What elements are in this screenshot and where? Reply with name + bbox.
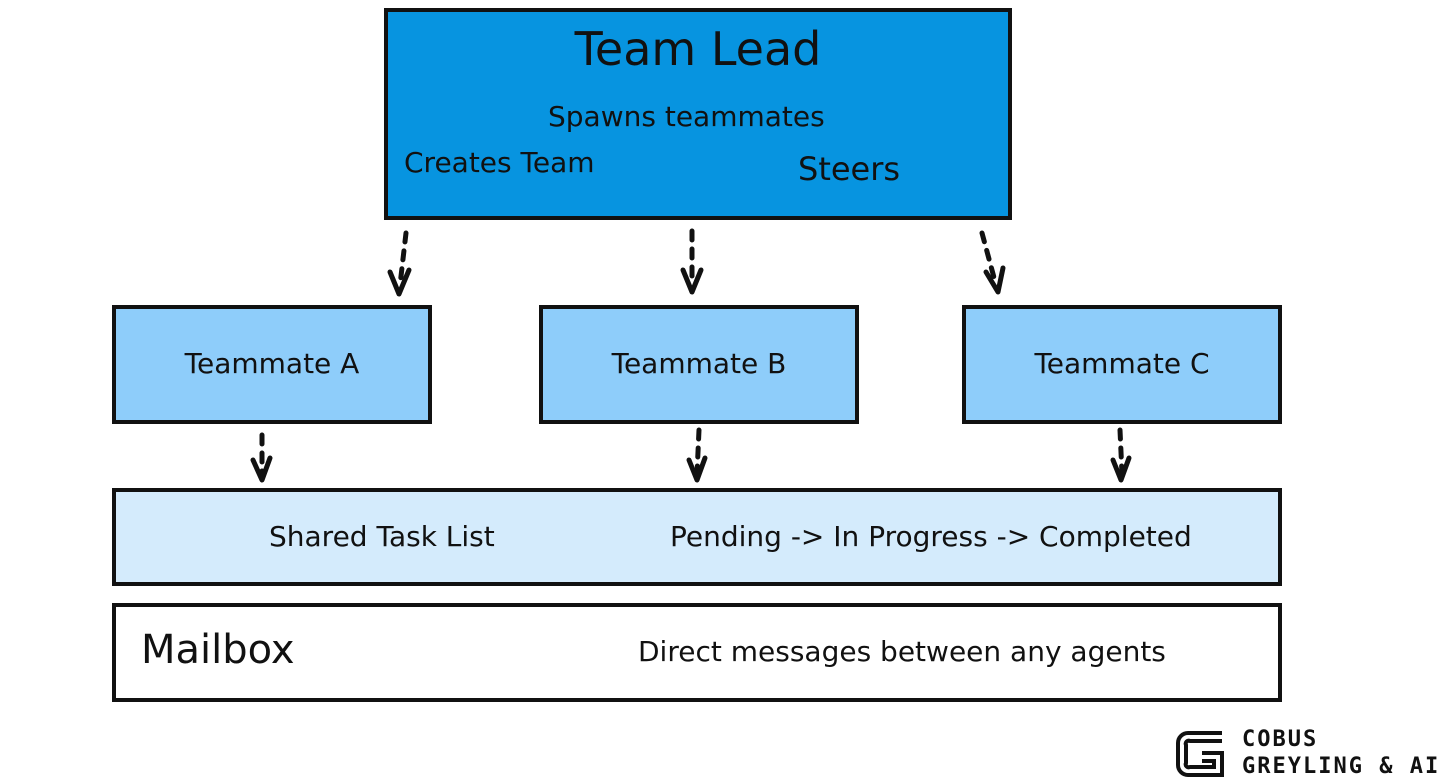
teammate-b-label: Teammate B: [611, 347, 787, 380]
arrowhead-task-a: [250, 455, 273, 483]
arrowhead-teammate-b: [680, 267, 704, 295]
teammate-a-box: Teammate A: [112, 305, 432, 424]
task-status-flow-text: Pending -> In Progress -> Completed: [670, 520, 1192, 553]
brand-mark: COBUS GREYLING & AI: [1172, 726, 1456, 783]
arrow-lead-to-teammate-a: [397, 230, 409, 288]
teammate-c-label: Teammate C: [1034, 347, 1210, 380]
mailbox-description: Direct messages between any agents: [638, 635, 1166, 668]
shared-task-list-label: Shared Task List: [269, 520, 495, 553]
arrow-lead-to-teammate-c: [979, 230, 999, 288]
teammate-b-box: Teammate B: [539, 305, 859, 424]
arrow-teammate-b-to-tasks: [694, 427, 702, 477]
mailbox-label: Mailbox: [141, 627, 295, 673]
team-lead-box: Team Lead Spawns teammates Creates Team …: [384, 8, 1012, 220]
team-lead-title: Team Lead: [574, 22, 822, 76]
team-lead-spawns-text: Spawns teammates: [548, 100, 825, 133]
team-lead-creates-text: Creates Team: [404, 146, 595, 179]
arrowhead-task-c: [1110, 455, 1132, 483]
arrowhead-teammate-c: [983, 265, 1006, 295]
teammate-a-label: Teammate A: [184, 347, 360, 380]
brand-logo-icon: [1176, 731, 1224, 777]
team-lead-steers-text: Steers: [798, 150, 901, 188]
arrowhead-teammate-a: [387, 267, 412, 297]
mailbox-box: Mailbox Direct messages between any agen…: [112, 603, 1282, 702]
arrowhead-task-b: [686, 455, 708, 483]
brand-name: COBUS GREYLING & AI: [1242, 727, 1441, 779]
teammate-c-box: Teammate C: [962, 305, 1282, 424]
shared-task-list-box: Shared Task List Pending -> In Progress …: [112, 488, 1282, 586]
arrow-teammate-c-to-tasks: [1117, 427, 1125, 477]
